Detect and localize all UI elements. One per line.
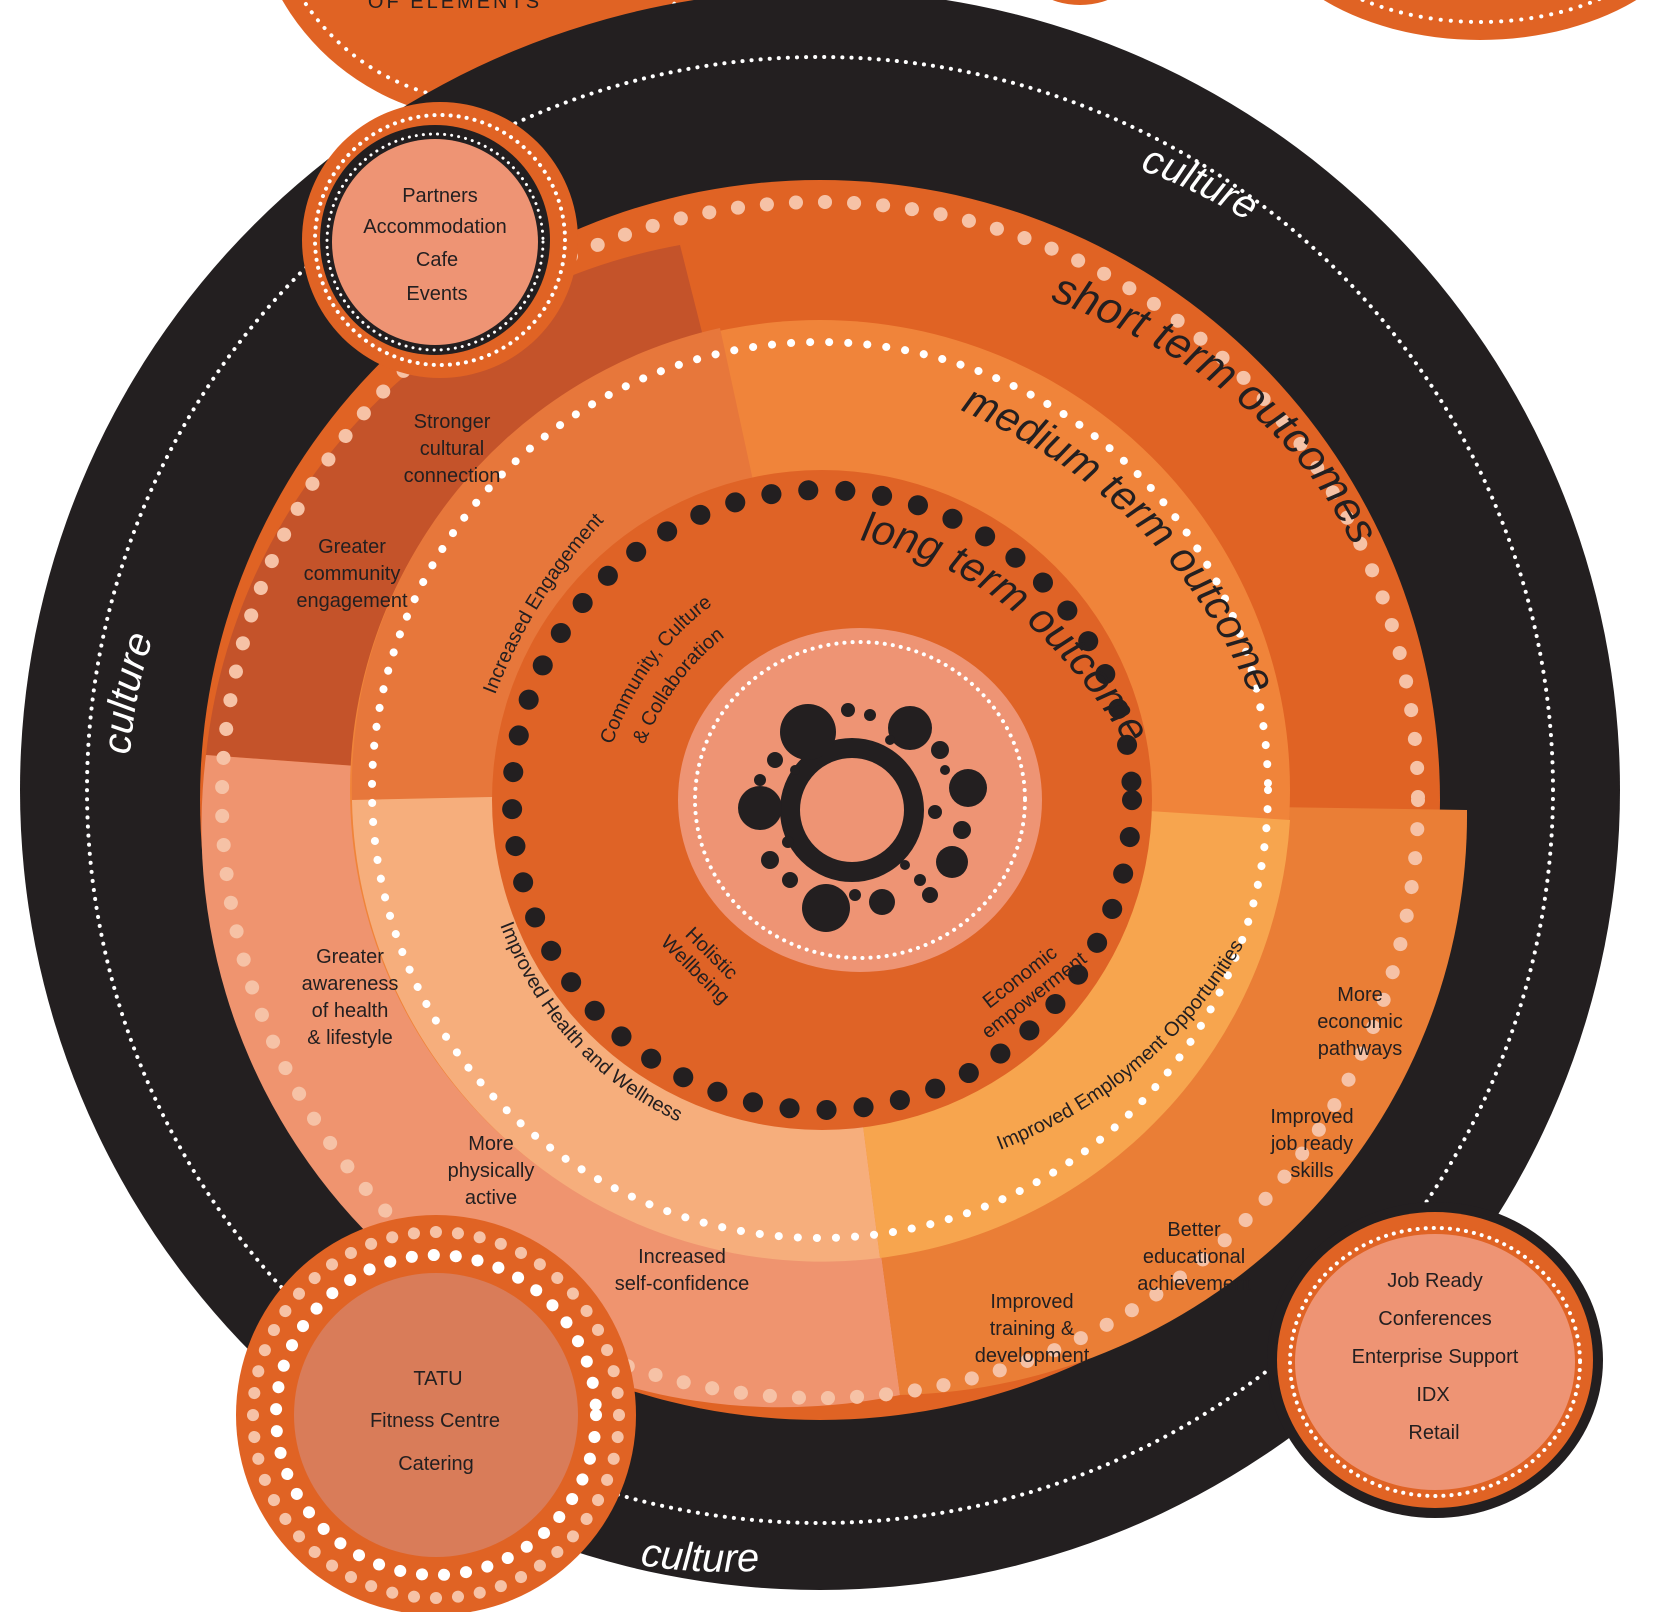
outcome-educational: Better educational achievement (1137, 1219, 1251, 1295)
partner-item: Accommodation (363, 216, 506, 238)
svg-text:Stronger: Stronger (414, 411, 491, 433)
top-fragment-text: OF ELEMENTS (368, 0, 542, 13)
partner-item: Cafe (416, 249, 458, 271)
svg-text:awareness: awareness (302, 973, 399, 995)
svg-text:economic: economic (1317, 1011, 1403, 1033)
partner-item: Retail (1408, 1422, 1459, 1444)
partner-item: Conferences (1378, 1308, 1491, 1330)
partner-bubble-top-left: Partners Accommodation Cafe Events (302, 102, 578, 378)
svg-text:connection: connection (404, 465, 501, 487)
outcome-stronger-cultural: Stronger cultural connection (404, 411, 501, 487)
svg-text:More: More (468, 1133, 514, 1155)
svg-text:physically: physically (448, 1160, 535, 1182)
partner-item: Enterprise Support (1352, 1346, 1519, 1368)
svg-text:training &: training & (990, 1318, 1075, 1340)
top-right-bubble-fragment (1052, 0, 1637, 40)
partner-item: Partners (402, 185, 478, 207)
svg-text:Improved: Improved (1270, 1106, 1353, 1128)
svg-text:of health: of health (312, 1000, 389, 1022)
svg-text:skills: skills (1290, 1160, 1333, 1182)
partner-bubble-bottom-right: Job Ready Conferences Enterprise Support… (1267, 1202, 1603, 1518)
partner-item: Catering (398, 1453, 474, 1475)
outcome-health-awareness: Greater awareness of health & lifestyle (302, 946, 399, 1049)
svg-text:More: More (1337, 984, 1383, 1006)
center-symbol (678, 628, 1042, 972)
svg-text:& lifestyle: & lifestyle (307, 1027, 393, 1049)
svg-text:self-confidence: self-confidence (615, 1273, 750, 1295)
svg-text:Greater: Greater (316, 946, 384, 968)
outcome-job-ready: Improved job ready skills (1270, 1106, 1354, 1182)
outcome-economic-pathways: More economic pathways (1317, 984, 1403, 1060)
svg-text:active: active (465, 1187, 517, 1209)
svg-text:educational: educational (1143, 1246, 1245, 1268)
partner-item: Fitness Centre (370, 1410, 500, 1432)
svg-text:Greater: Greater (318, 536, 386, 558)
meeting-place-icon (738, 703, 987, 932)
partner-bubble-bottom-left: TATU Fitness Centre Catering (236, 1215, 636, 1612)
outcome-training: Improved training & development (975, 1291, 1090, 1367)
svg-text:Improved: Improved (990, 1291, 1073, 1313)
outcome-community-engagement: Greater community engagement (296, 536, 408, 612)
svg-text:community: community (304, 563, 401, 585)
svg-text:pathways: pathways (1318, 1038, 1403, 1060)
partner-item: TATU (413, 1368, 462, 1390)
svg-text:engagement: engagement (296, 590, 408, 612)
partner-item: Events (406, 283, 467, 305)
culture-label-bottom: culture (639, 1530, 760, 1580)
svg-text:job ready: job ready (1270, 1133, 1353, 1155)
partner-item: IDX (1416, 1384, 1449, 1406)
svg-text:achievement: achievement (1137, 1273, 1251, 1295)
svg-text:development: development (975, 1345, 1090, 1367)
svg-text:Better: Better (1167, 1219, 1221, 1241)
outcome-physically-active: More physically active (448, 1133, 535, 1209)
outcome-self-confidence: Increased self-confidence (615, 1246, 750, 1295)
partner-item: Job Ready (1387, 1270, 1483, 1292)
svg-text:Increased: Increased (638, 1246, 726, 1268)
svg-text:cultural: cultural (420, 438, 484, 460)
